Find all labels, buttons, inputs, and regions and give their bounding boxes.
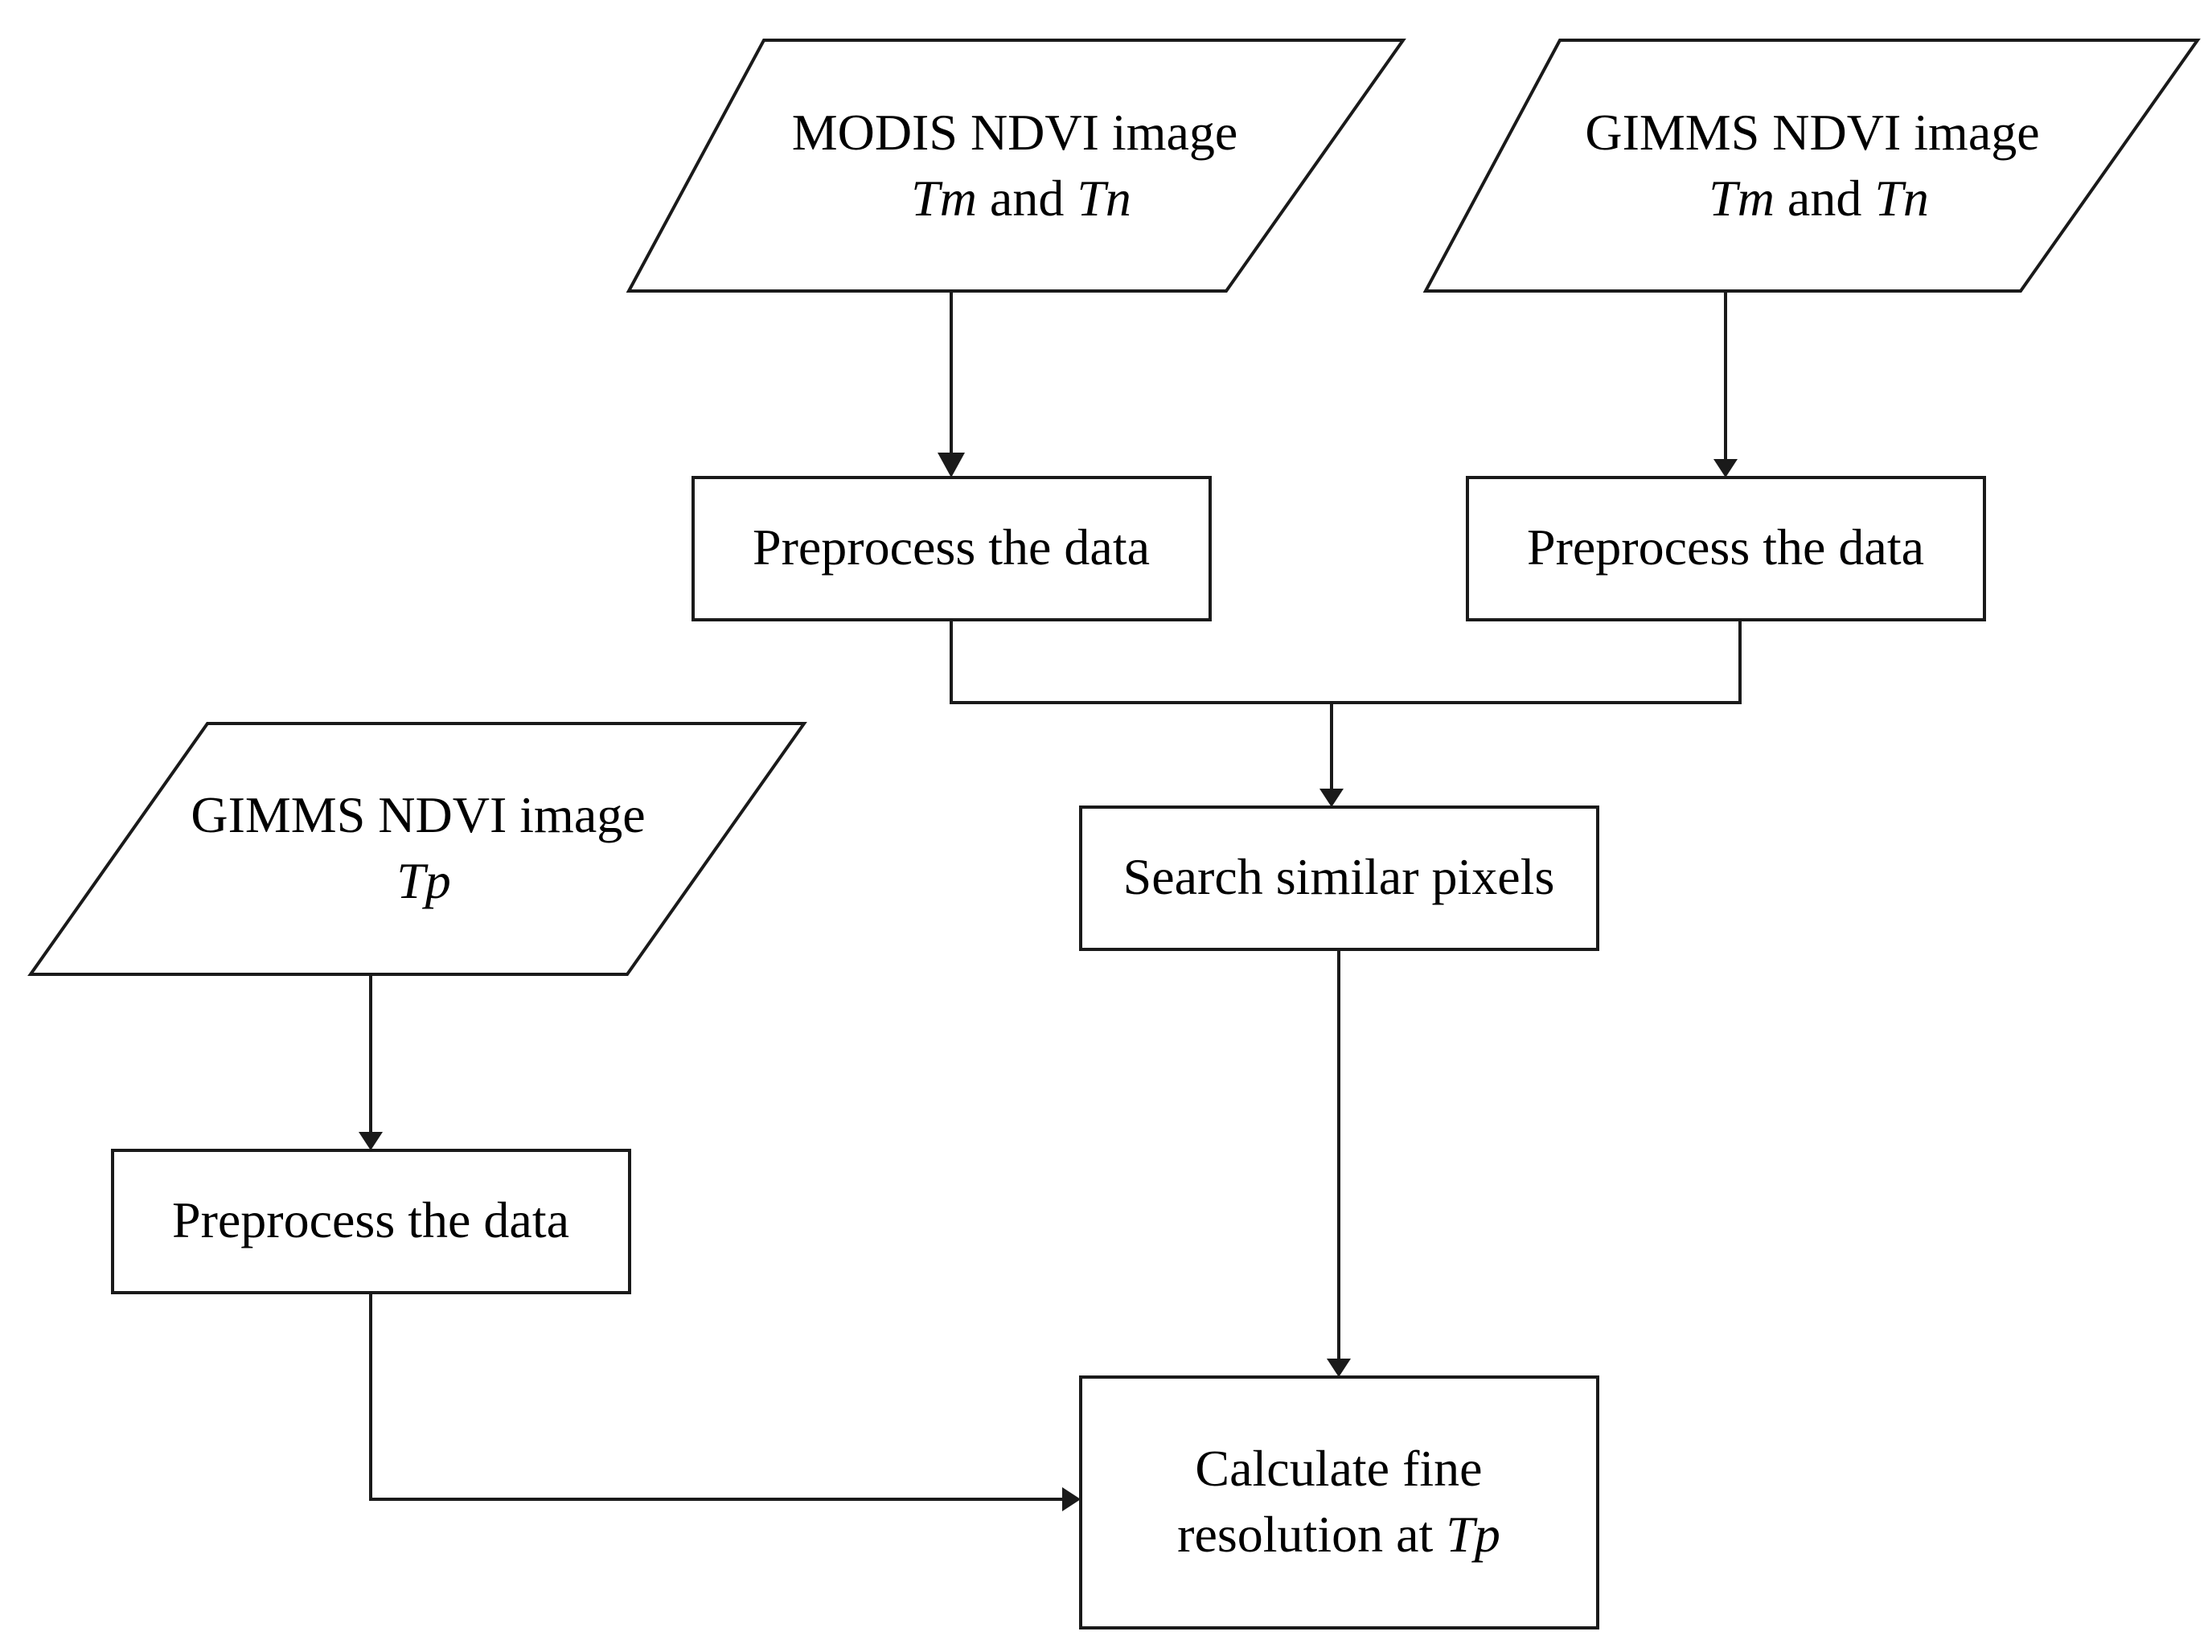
preprocess-modis-box <box>692 476 1212 621</box>
connector-preprocess-tp-to-calculate <box>369 1293 1081 1511</box>
calculate-label-time-tp: Tp <box>1446 1506 1500 1563</box>
calculate-box <box>1079 1375 1599 1629</box>
modis-input-times: Tm and Tn <box>911 170 1131 227</box>
preprocess-gimms-tmn-label: Preprocess the data <box>1527 519 1924 576</box>
connector-merge-to-search <box>1319 703 1344 807</box>
gimms-input-tmn-title: GIMMS NDVI image <box>1585 104 2039 161</box>
search-pixels-box <box>1079 806 1599 951</box>
gimms-input-tmn-time-tn: Tn <box>1874 170 1929 227</box>
search-pixels-label: Search similar pixels <box>1123 848 1555 905</box>
preprocess-modis-node: Preprocess the data <box>692 476 1212 621</box>
preprocess-gimms-tp-node: Preprocess the data <box>111 1149 631 1294</box>
modis-input-time-tm: Tm <box>911 170 977 227</box>
calculate-label-prefix: resolution at <box>1177 1506 1446 1563</box>
connector-line <box>950 620 1742 704</box>
gimms-input-tp-shape <box>27 722 807 976</box>
modis-input-time-tn: Tn <box>1077 170 1131 227</box>
arrowhead-icon <box>1062 1487 1081 1511</box>
gimms-input-tp-time: Tp <box>396 852 451 909</box>
connector-line <box>369 1293 1063 1501</box>
connector-gimms-tp-to-preprocess <box>359 974 383 1150</box>
modis-input-time-and: and <box>977 170 1077 227</box>
gimms-input-tp-node: GIMMS NDVI image Tp <box>27 722 807 976</box>
gimms-input-tmn-time-and: and <box>1775 170 1874 227</box>
connector-search-to-calculate <box>1327 949 1351 1377</box>
search-pixels-node: Search similar pixels <box>1079 806 1599 951</box>
gimms-input-tmn-shape <box>1422 39 2201 293</box>
gimms-input-tmn-times: Tm and Tn <box>1709 170 1929 227</box>
preprocess-gimms-tmn-box <box>1466 476 1986 621</box>
arrowhead-icon <box>1713 459 1738 478</box>
preprocess-modis-label: Preprocess the data <box>753 519 1150 576</box>
modis-input-title: MODIS NDVI image <box>792 104 1238 161</box>
arrowhead-icon <box>359 1132 383 1150</box>
connector-preprocess-merge <box>950 620 1742 704</box>
preprocess-gimms-tp-box <box>111 1149 631 1294</box>
arrowhead-icon <box>1327 1359 1351 1377</box>
modis-input-shape <box>626 39 1406 293</box>
modis-input-node: MODIS NDVI image Tm and Tn <box>626 39 1406 293</box>
gimms-input-tp-title: GIMMS NDVI image <box>191 786 645 843</box>
arrowhead-icon <box>1319 789 1344 807</box>
connector-modis-to-preprocess <box>938 291 965 478</box>
calculate-label-line2: resolution at Tp <box>1177 1506 1500 1563</box>
calculate-label-line1: Calculate fine <box>1195 1440 1482 1497</box>
calculate-node: Calculate fine resolution at Tp <box>1079 1375 1599 1629</box>
arrowhead-icon <box>938 453 965 478</box>
preprocess-gimms-tp-label: Preprocess the data <box>172 1191 569 1248</box>
gimms-input-tmn-time-tm: Tm <box>1709 170 1775 227</box>
gimms-input-tmn-node: GIMMS NDVI image Tm and Tn <box>1422 39 2201 293</box>
connector-gimms-tmn-to-preprocess <box>1713 291 1738 478</box>
preprocess-gimms-tmn-node: Preprocess the data <box>1466 476 1986 621</box>
